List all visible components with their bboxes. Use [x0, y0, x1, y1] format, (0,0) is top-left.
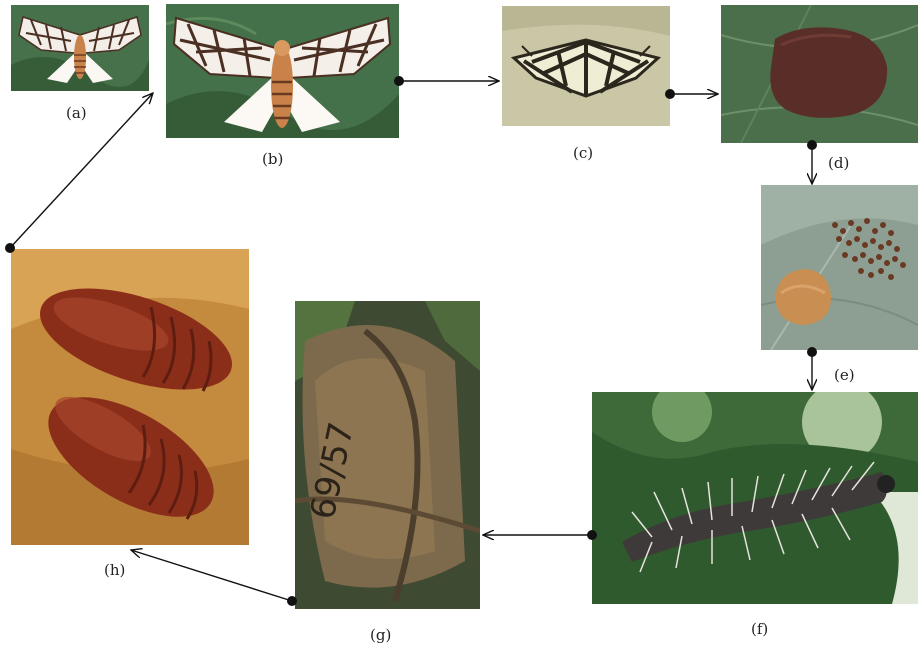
label-g: (g) — [370, 626, 391, 644]
photo-hatched-larvae-on-leaf — [761, 185, 918, 350]
label-c: (c) — [573, 144, 593, 162]
label-f: (f) — [751, 620, 768, 638]
label-e: (e) — [834, 366, 855, 384]
photo-pupae — [11, 249, 249, 545]
photo-egg-mass-on-leaf — [721, 5, 918, 143]
photo-moth-wings-folded — [502, 6, 670, 126]
label-h: (h) — [104, 561, 125, 579]
label-a: (a) — [66, 104, 87, 122]
arrow-g-to-h — [131, 550, 292, 601]
photo-cocoon-on-branch: 69/57 — [295, 301, 480, 609]
photo-moth-adult-small — [11, 5, 149, 91]
photo-moth-adult — [166, 4, 399, 138]
photo-hairy-caterpillar — [592, 392, 918, 604]
label-d: (d) — [828, 154, 849, 172]
label-b: (b) — [262, 150, 283, 168]
